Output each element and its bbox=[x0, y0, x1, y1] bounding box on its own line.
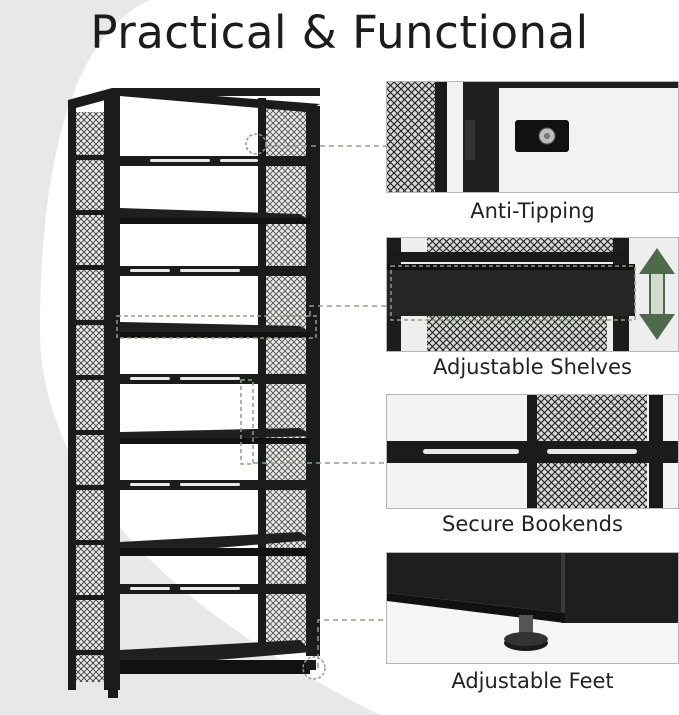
up-down-arrow-icon bbox=[639, 248, 675, 340]
anti-tipping-panel bbox=[386, 81, 679, 193]
page-title: Practical & Functional bbox=[90, 6, 589, 59]
secure-bookends-caption: Secure Bookends bbox=[442, 512, 623, 536]
adjustable-feet-caption: Adjustable Feet bbox=[451, 669, 614, 693]
adjustable-shelves-caption: Adjustable Shelves bbox=[433, 355, 632, 379]
anti-tipping-caption: Anti-Tipping bbox=[470, 199, 595, 223]
adjustable-feet-panel bbox=[386, 552, 679, 664]
leveling-foot-icon bbox=[387, 553, 678, 663]
adjustable-shelves-image bbox=[387, 238, 678, 351]
anti-tipping-bracket-icon bbox=[387, 82, 678, 192]
bookend-rail-icon bbox=[387, 395, 678, 508]
secure-bookends-panel bbox=[386, 394, 679, 509]
adjustable-shelves-panel bbox=[386, 237, 679, 352]
